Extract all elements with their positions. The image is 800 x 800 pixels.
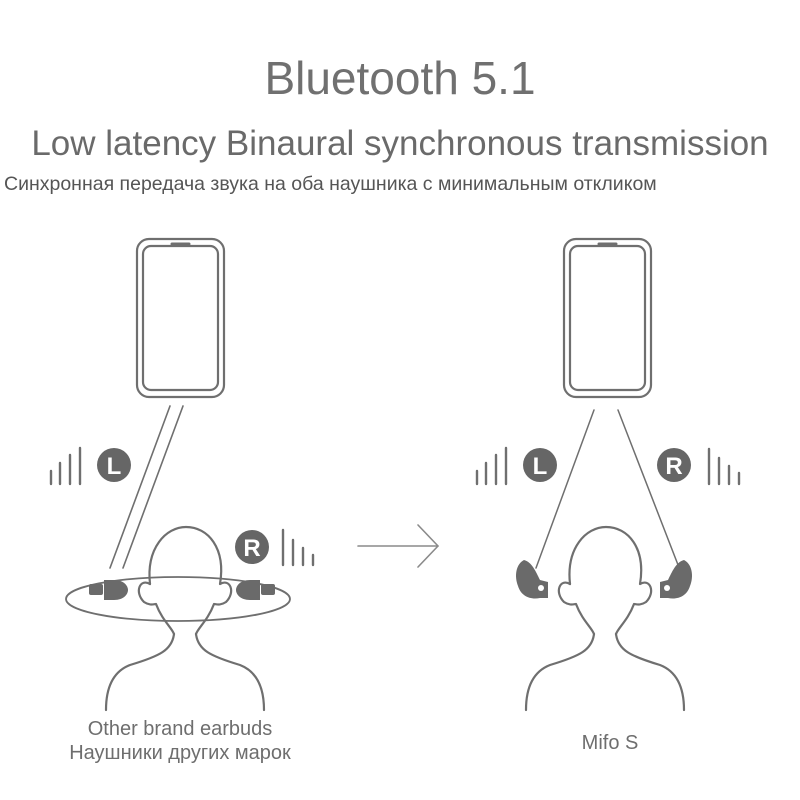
left-orbit-ring: [65, 576, 291, 622]
left-caption: Other brand earbuds Наушники других маро…: [20, 717, 340, 765]
right-scene-r-signal-bars-icon: [707, 447, 741, 486]
left-caption-en: Other brand earbuds: [87, 718, 273, 740]
left-scene: [49, 237, 315, 712]
right-badge-r: R: [657, 448, 691, 482]
svg-text:R: R: [665, 453, 682, 480]
right-earbud-r-icon: [660, 560, 692, 599]
page-subtitle-ru: Синхронная передача звука на оба наушник…: [4, 173, 657, 195]
right-person-silhouette: [524, 525, 686, 712]
right-earbud-l-icon: [516, 560, 548, 599]
svg-text:R: R: [243, 535, 260, 562]
left-phone-icon: [135, 237, 226, 399]
svg-text:L: L: [533, 453, 548, 480]
right-caption: Mifo S: [581, 732, 639, 754]
left-signal-bars-icon: [49, 446, 82, 486]
page-subtitle: Low latency Binaural synchronous transmi…: [31, 124, 769, 163]
left-badge-r: R: [235, 530, 269, 564]
left-earbud-r-icon: [236, 580, 275, 600]
left-badge-l: L: [97, 448, 131, 482]
right-signal-bars-icon: [281, 528, 315, 567]
right-phone-icon: [562, 237, 653, 399]
left-earbud-l-icon: [89, 580, 128, 600]
svg-text:L: L: [107, 453, 122, 480]
arrow-right-icon: [357, 524, 439, 568]
page-title: Bluetooth 5.1: [264, 52, 536, 104]
right-scene-l-signal-bars-icon: [475, 446, 508, 486]
right-scene: [475, 237, 741, 712]
left-transmission-lines: [109, 405, 184, 569]
right-badge-l: L: [523, 448, 557, 482]
right-transmission-lines: [535, 409, 681, 571]
left-person-silhouette: [104, 525, 266, 712]
left-caption-ru: Наушники других марок: [69, 742, 291, 764]
